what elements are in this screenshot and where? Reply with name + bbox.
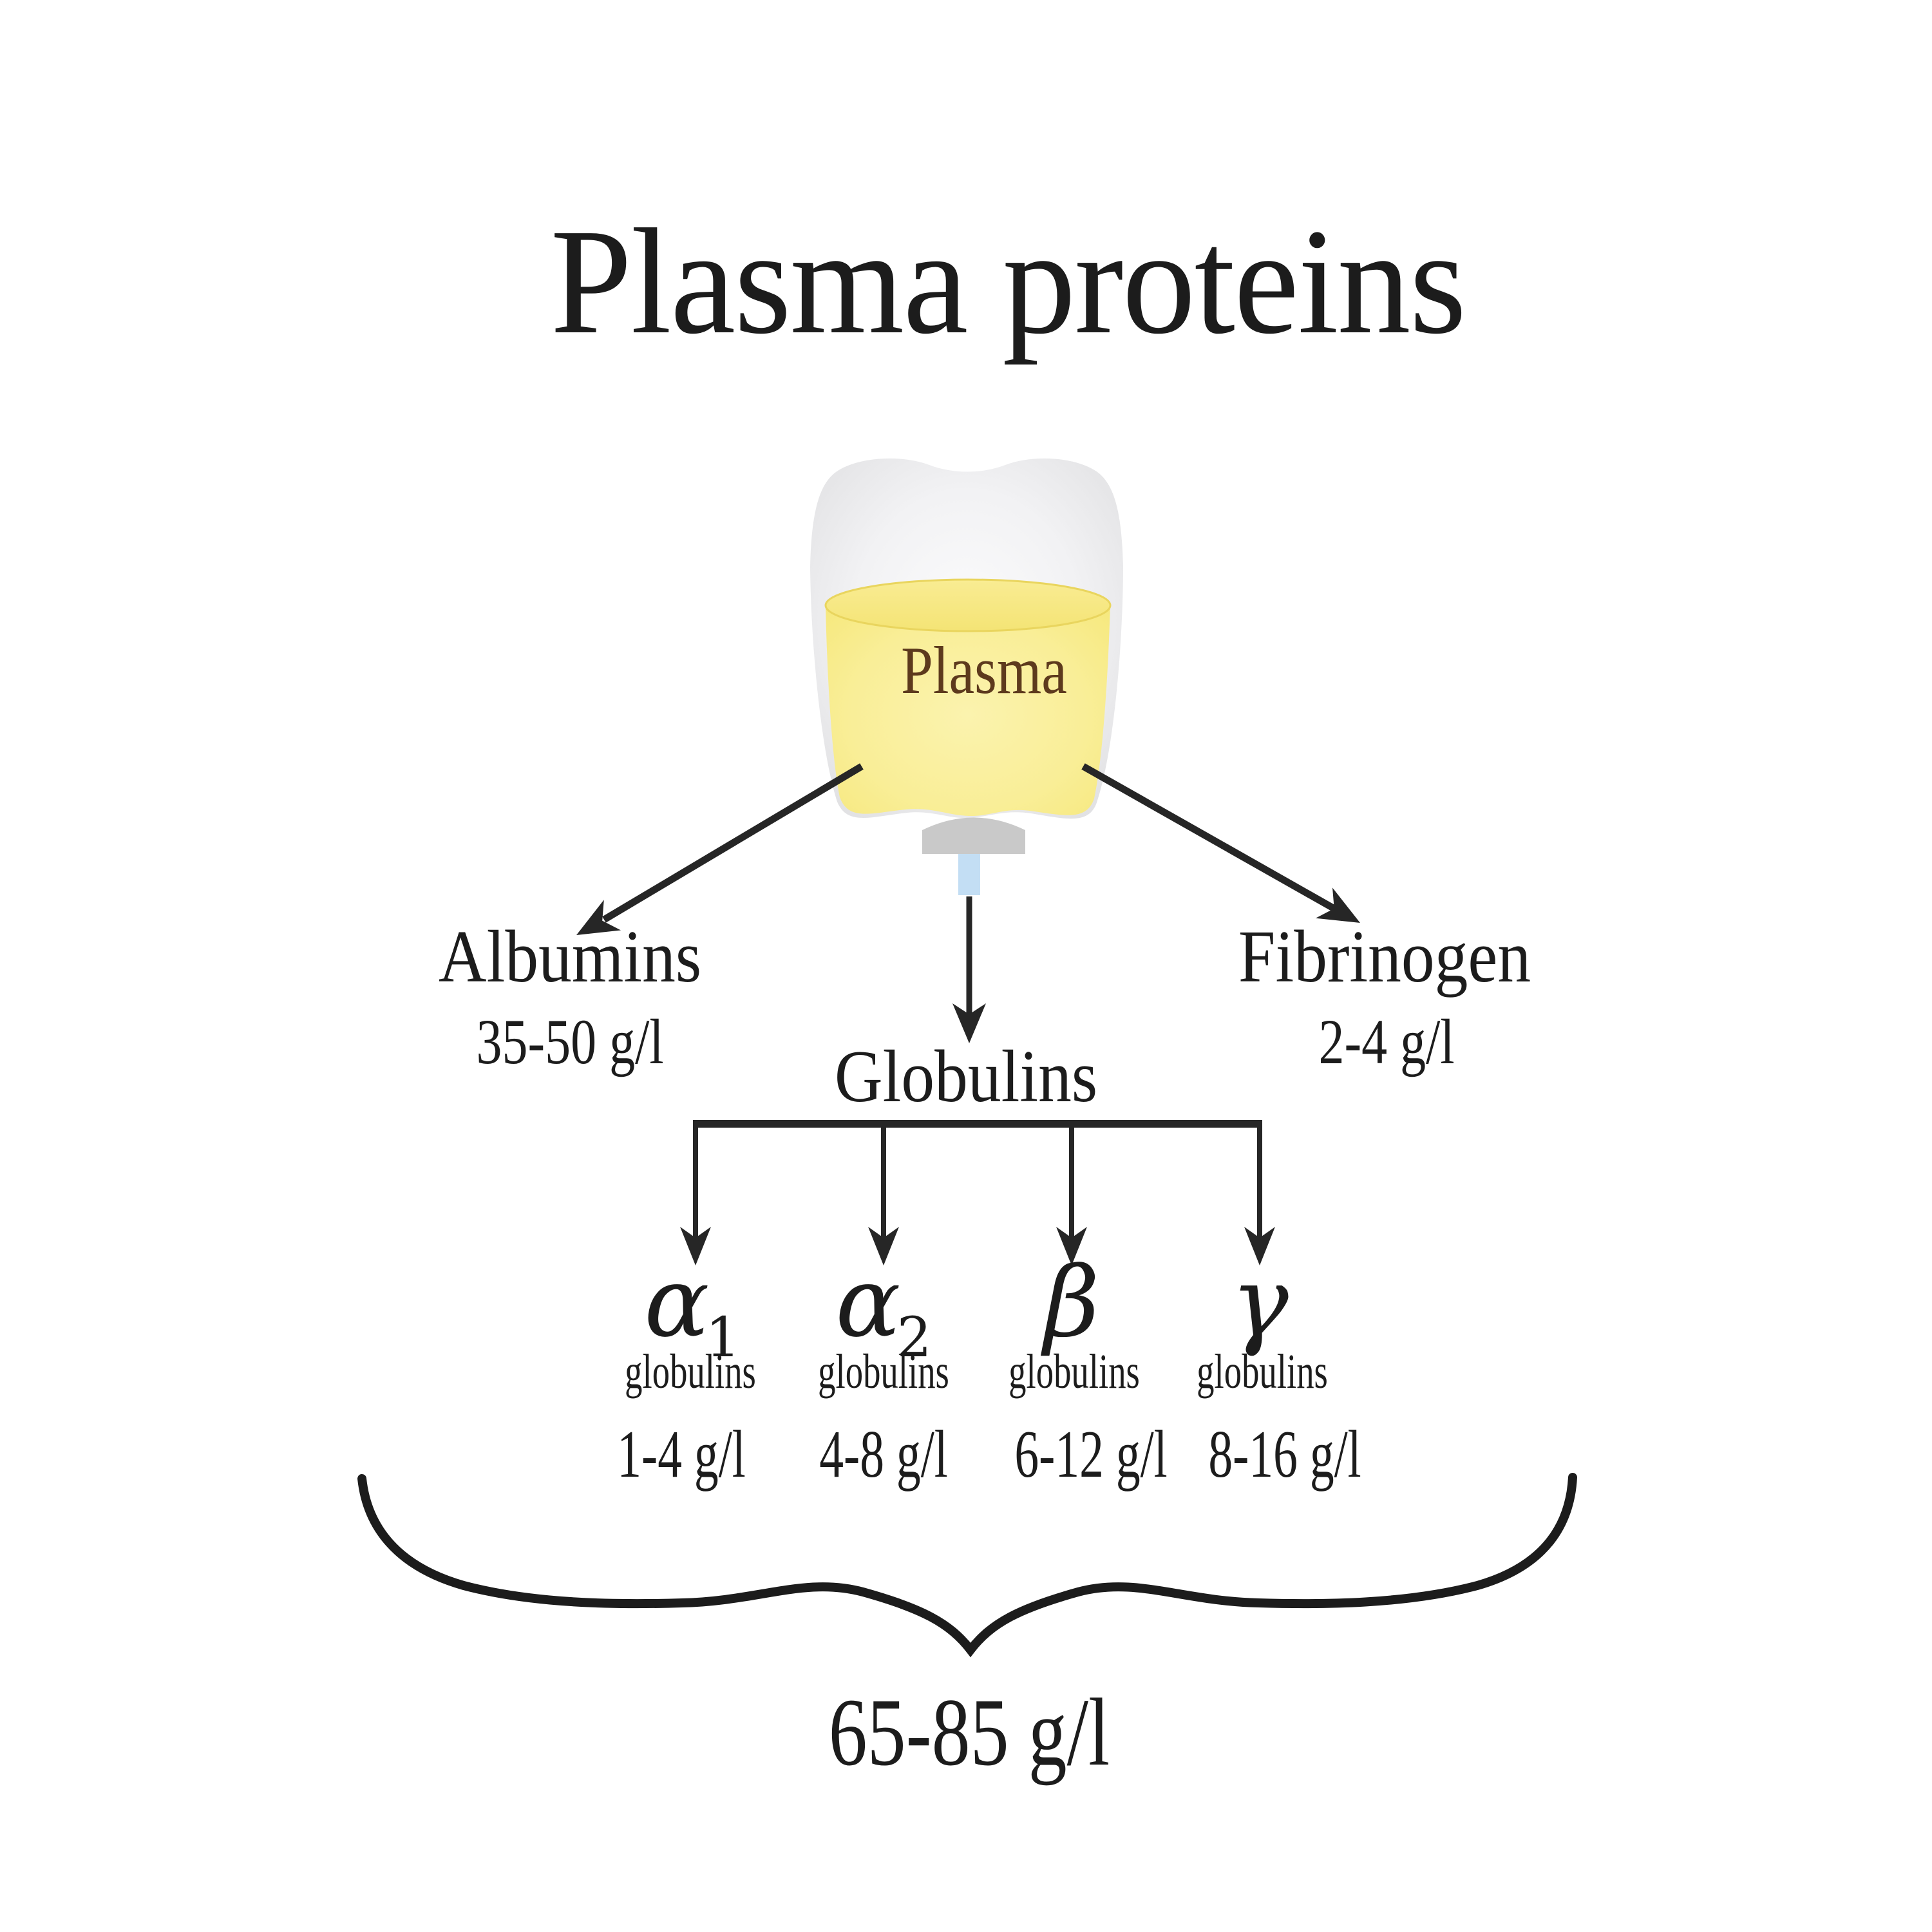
total-brace bbox=[357, 1473, 1577, 1658]
gamma-globulins-label: globulins bbox=[1197, 1345, 1328, 1399]
alpha1-subscript: 1 bbox=[705, 1306, 741, 1370]
globulins-branch-lines bbox=[680, 1120, 1275, 1265]
alpha2-letter: α bbox=[835, 1247, 901, 1359]
fibrinogen-range: 2-4 g/l bbox=[1318, 1006, 1455, 1077]
arrow-to-albumins bbox=[576, 763, 864, 935]
alpha2-globulins-label: globulins bbox=[818, 1345, 949, 1399]
fibrinogen-label: Fibrinogen bbox=[1238, 916, 1531, 998]
beta-symbol: β bbox=[1044, 1255, 1100, 1351]
gamma-letter: γ bbox=[1231, 1247, 1289, 1359]
arrow-to-globulins bbox=[952, 896, 986, 1043]
alpha2-symbol: α2 bbox=[835, 1255, 935, 1365]
page-title: Plasma proteins bbox=[550, 198, 1467, 365]
alpha1-globulins-label: globulins bbox=[625, 1345, 756, 1399]
alpha1-letter: α bbox=[644, 1247, 710, 1359]
albumins-label: Albumins bbox=[438, 916, 702, 998]
plasma-liquid bbox=[826, 592, 1110, 817]
beta-letter: β bbox=[1043, 1247, 1100, 1359]
alpha2-subscript: 2 bbox=[896, 1306, 932, 1370]
plasma-surface bbox=[824, 578, 1112, 632]
beta-range: 6-12 g/l bbox=[1014, 1416, 1168, 1492]
alpha1-symbol: α1 bbox=[644, 1255, 744, 1365]
globulins-label: Globulins bbox=[834, 1036, 1098, 1117]
alpha1-range: 1-4 g/l bbox=[617, 1416, 746, 1492]
plasma-bag-label: Plasma bbox=[901, 632, 1067, 708]
arrow-to-fibrinogen bbox=[1081, 763, 1360, 923]
gamma-symbol: γ bbox=[1231, 1255, 1289, 1351]
gamma-range: 8-16 g/l bbox=[1208, 1416, 1361, 1492]
bag-tube bbox=[958, 854, 980, 895]
albumins-range: 35-50 g/l bbox=[476, 1006, 664, 1077]
beta-globulins-label: globulins bbox=[1009, 1345, 1140, 1399]
alpha2-range: 4-8 g/l bbox=[819, 1416, 948, 1492]
total-range: 65-85 g/l bbox=[828, 1679, 1110, 1786]
bag-port bbox=[922, 817, 1025, 854]
